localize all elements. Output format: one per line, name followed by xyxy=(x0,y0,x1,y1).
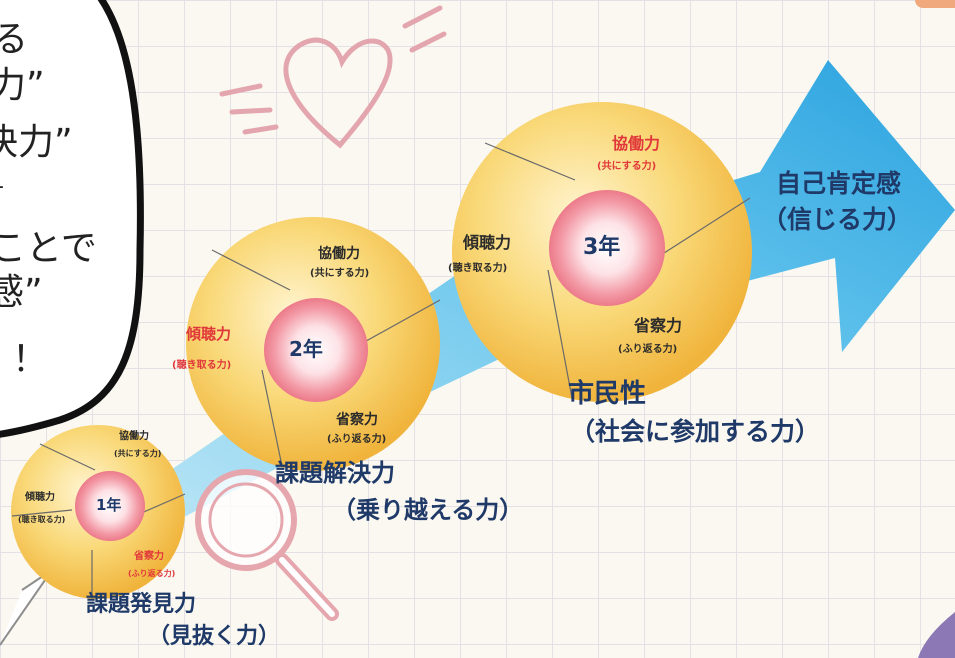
stage2-keicho-sub: (聴き取る力) xyxy=(172,360,232,371)
stage2-shosatsu: 省察力 xyxy=(336,412,378,428)
stage1-subtitle: （見抜く力） xyxy=(148,624,281,649)
corner-curve xyxy=(918,612,955,658)
goal-label: 自己肯定感 xyxy=(776,169,902,198)
stage2-year: 2年 xyxy=(289,337,323,361)
speech-bubble-shape xyxy=(0,0,144,438)
stage3-kyodo-sub: (共にする力) xyxy=(597,161,657,172)
stage2-title: 課題解決力 xyxy=(275,459,395,487)
stage1-kyodo-sub: (共にする力) xyxy=(114,449,162,458)
bubble-line-1: る xyxy=(0,19,29,60)
corner-tab xyxy=(915,0,955,8)
speech-bubble-tail xyxy=(0,569,53,646)
stage2-sphere xyxy=(186,217,441,471)
stage3-keicho-sub: (聴き取る力) xyxy=(448,263,508,274)
stage1-year: 1年 xyxy=(96,496,122,514)
bubble-line-6: 感” xyxy=(0,272,43,313)
stage3-shosatsu-sub: (ふり返る力) xyxy=(618,344,678,355)
bubble-line-4: - xyxy=(0,176,4,198)
magnifier-icon xyxy=(195,469,339,621)
stage3-subtitle: （社会に参加する力） xyxy=(570,417,821,446)
stage2-kyodo: 協働力 xyxy=(318,246,360,262)
stage3-shosatsu: 省察力 xyxy=(634,316,683,335)
stage3-kyodo: 協働力 xyxy=(612,134,661,153)
stage3-keicho: 傾聴力 xyxy=(463,233,512,252)
bubble-line-2: 力” xyxy=(0,65,45,106)
stage3-year: 3年 xyxy=(583,235,621,260)
bubble-line-5: ことで xyxy=(0,228,97,269)
stage2-shosatsu-sub: (ふり返る力) xyxy=(327,434,387,445)
stage2-subtitle: （乗り越える力） xyxy=(332,496,524,524)
stage1-title: 課題発見力 xyxy=(86,592,197,617)
bubble-line-7: ！ xyxy=(12,339,49,380)
stage1-keicho-sub: (聴き取る力) xyxy=(18,515,66,524)
stage1-shosatsu: 省察力 xyxy=(134,551,164,562)
stage2-keicho: 傾聴力 xyxy=(186,325,232,343)
stage3-title: 市民性 xyxy=(568,379,647,409)
stage3-sphere xyxy=(452,102,752,402)
goal-sublabel: （信じる力） xyxy=(762,205,913,234)
heart-doodle-icon xyxy=(219,5,447,149)
stage1-kyodo: 協働力 xyxy=(119,431,149,442)
stage1-sphere xyxy=(11,425,186,599)
stage1-shosatsu-sub: (ふり返る力) xyxy=(128,569,176,578)
bubble-line-3: 決力” xyxy=(0,122,73,163)
stage2-kyodo-sub: (共にする力) xyxy=(310,268,370,279)
stage1-keicho: 傾聴力 xyxy=(25,492,55,503)
